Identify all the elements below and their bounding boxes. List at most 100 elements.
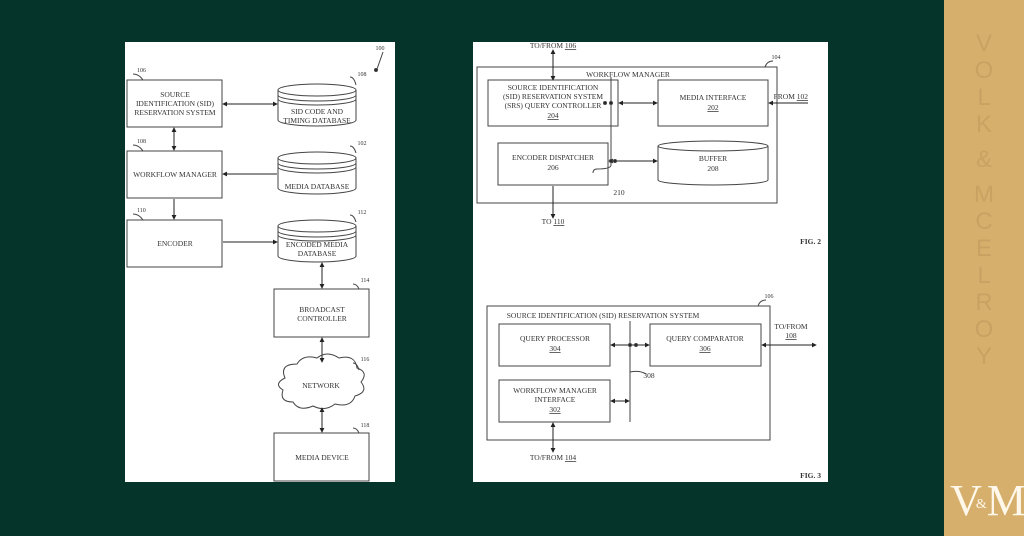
- brand-letter: [944, 173, 1024, 181]
- to-from-106-label: TO/FROM: [530, 42, 565, 50]
- ref-108-right: 108: [785, 331, 797, 340]
- svg-text:TO/FROM 104: TO/FROM 104: [530, 453, 577, 462]
- logo-v: V: [950, 476, 982, 525]
- media-db-label: MEDIA DATABASE: [285, 182, 350, 191]
- workflow-manager-interface-box: [498, 379, 611, 423]
- encoder-dispatcher-label: ENCODER DISPATCHER: [512, 153, 594, 162]
- brand-letter: V: [975, 30, 992, 57]
- brand-letter: C: [975, 208, 993, 235]
- encoder-box: [126, 219, 223, 268]
- brand-letter: M: [974, 181, 994, 208]
- media-interface-box: [657, 79, 769, 127]
- brand-logo: V&M: [950, 476, 1024, 526]
- ref-100: 100: [376, 46, 385, 52]
- ref-304: 304: [549, 344, 561, 353]
- brand-letter: O: [974, 57, 994, 84]
- media-device-box: [273, 432, 370, 482]
- fig-2-label: FIG. 2: [800, 237, 821, 246]
- query-comparator-box: [649, 323, 762, 367]
- network-label: NETWORK: [302, 381, 340, 390]
- sid-db-label-line1: SID CODE AND: [291, 107, 344, 116]
- brand-letter: L: [977, 84, 991, 111]
- encoder-label: ENCODER: [157, 239, 192, 248]
- to-from-108-label: TO/FROM: [774, 322, 808, 331]
- ref-204: 204: [547, 111, 559, 120]
- workflow-manager-title: WORKFLOW MANAGER: [586, 70, 670, 79]
- ref-106-top: 106: [565, 42, 577, 50]
- ref-118: 118: [361, 423, 370, 429]
- srs-query-controller-box: [487, 79, 619, 127]
- encoder-dispatcher-box: [497, 142, 609, 186]
- ref-306: 306: [699, 344, 711, 353]
- figure-2-3-diagram: TO/FROM 106 104 WORKFLOW MANAGER SOURCE …: [476, 41, 821, 480]
- encoded-db-label-line2: DATABASE: [298, 249, 337, 258]
- from-102-label: FROM: [774, 92, 797, 101]
- ref-102: 102: [358, 141, 367, 147]
- brand-letter: R: [975, 289, 993, 316]
- sid-label-line1: SOURCE: [160, 90, 190, 99]
- ref-106-fig3: 106: [765, 294, 774, 300]
- ref-104-bottom: 104: [565, 453, 577, 462]
- network-cloud: [278, 353, 365, 410]
- sid-reservation-system-container: [486, 305, 771, 441]
- ref-112: 112: [358, 210, 367, 216]
- wm-interface-line2: INTERFACE: [535, 395, 576, 404]
- ref-202: 202: [707, 103, 719, 112]
- brand-letter: [944, 138, 1024, 146]
- sid-reservation-system-box: [126, 79, 223, 128]
- ref-sid-db: 108: [358, 72, 367, 78]
- svg-text:TO 110: TO 110: [542, 217, 565, 226]
- sid-label-line2: IDENTIFICATION (SID): [136, 99, 215, 108]
- svg-text:FROM 102: FROM 102: [774, 92, 809, 101]
- to-110-label: TO: [542, 217, 554, 226]
- brand-letter: O: [974, 316, 994, 343]
- ref-workflow: 108: [137, 139, 146, 145]
- logo-amp: &: [975, 496, 987, 512]
- buffer-label: BUFFER: [699, 154, 727, 163]
- ref-308: 308: [643, 371, 655, 380]
- broadcast-label-line2: CONTROLLER: [297, 314, 347, 323]
- workflow-manager-box: [126, 150, 223, 199]
- ref-106: 106: [137, 68, 146, 74]
- ref-110: 110: [137, 208, 146, 214]
- logo-m: M: [986, 476, 1024, 525]
- fig-3-label: FIG. 3: [800, 471, 821, 480]
- sid-system-title: SOURCE IDENTIFICATION (SID) RESERVATION …: [507, 311, 700, 320]
- ref-210: 210: [613, 188, 625, 197]
- brand-letter: E: [975, 235, 992, 262]
- ref-206: 206: [547, 163, 559, 172]
- media-interface-label: MEDIA INTERFACE: [680, 93, 747, 102]
- wm-interface-line1: WORKFLOW MANAGER: [513, 386, 597, 395]
- query-processor-box: [498, 323, 611, 367]
- figure-1-diagram: 100 106 SOURCE IDENTIFICATION (SID) RESE…: [126, 46, 385, 482]
- ref-100-leader: [376, 51, 384, 70]
- ref-114: 114: [361, 278, 370, 284]
- sid-db-label-line2: TIMING DATABASE: [283, 116, 351, 125]
- ref-102-right: 102: [797, 92, 809, 101]
- srs-line2: (SID) RESERVATION SYSTEM: [503, 92, 603, 101]
- buffer-cylinder: [657, 140, 769, 186]
- ref-302: 302: [549, 405, 561, 414]
- encoded-db-label-line1: ENCODED MEDIA: [286, 240, 349, 249]
- ref-208: 208: [707, 164, 719, 173]
- query-processor-label: QUERY PROCESSOR: [520, 334, 590, 343]
- figure-1-panel: 100 106 SOURCE IDENTIFICATION (SID) RESE…: [125, 42, 395, 482]
- srs-line3: (SRS) QUERY CONTROLLER: [505, 101, 602, 110]
- srs-line1: SOURCE IDENTIFICATION: [508, 83, 599, 92]
- sid-code-timing-database: [277, 83, 357, 127]
- encoded-media-database: [277, 219, 357, 263]
- broadcast-label-line1: BROADCAST: [299, 305, 345, 314]
- brand-letter: L: [977, 262, 991, 289]
- brand-letter: Y: [975, 343, 992, 370]
- to-from-104-label: TO/FROM: [530, 453, 565, 462]
- workflow-manager-container: [476, 66, 778, 204]
- svg-text:TO/FROM 106: TO/FROM 106: [530, 42, 577, 50]
- query-comparator-label: QUERY COMPARATOR: [666, 334, 743, 343]
- broadcast-controller-box: [273, 288, 370, 338]
- figure-2-3-panel: TO/FROM 106 104 WORKFLOW MANAGER SOURCE …: [473, 41, 828, 482]
- media-device-label: MEDIA DEVICE: [295, 453, 349, 462]
- ref-110-bottom: 110: [553, 217, 564, 226]
- media-database: [277, 151, 357, 195]
